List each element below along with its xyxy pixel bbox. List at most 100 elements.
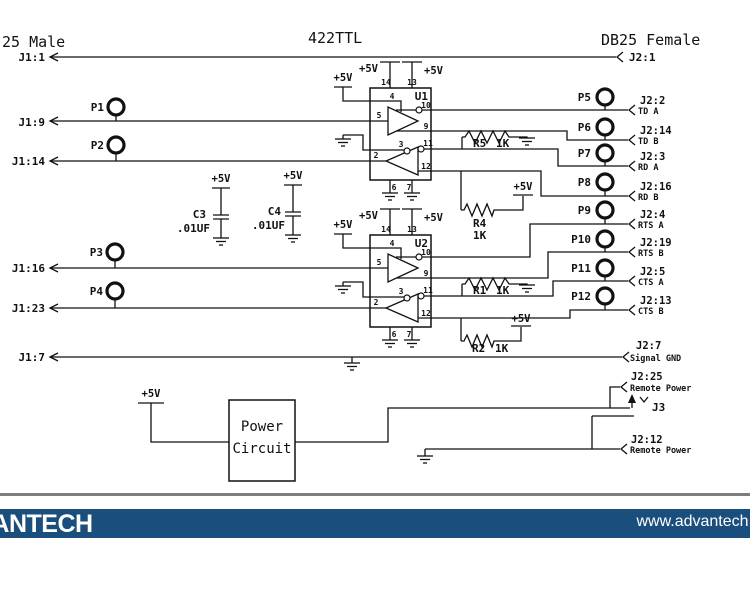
ground-symbol xyxy=(334,138,352,147)
ic-u1: U1 +5V +5V +5V 14 13 4 5 10 9 3 11 2 12 … xyxy=(334,61,444,201)
signal-label-remote-power-top: Remote Power xyxy=(630,384,691,394)
resistor-value-r5: 1K xyxy=(496,137,510,150)
pin-number: 14 xyxy=(381,225,391,234)
pin-label-j2-1: J2:1 xyxy=(629,51,656,64)
pin-label-j2-12: J2:12 xyxy=(631,434,663,446)
pin-number: 11 xyxy=(423,286,433,295)
signal-label-rd-b: RD B xyxy=(638,193,658,203)
power-circuit-label-line1: Power xyxy=(241,419,283,435)
ic-wires xyxy=(334,208,431,340)
receiver-triangle xyxy=(384,293,419,323)
vcc-label: +5V xyxy=(142,388,162,400)
capacitor-ref-c4: C4 xyxy=(268,205,282,218)
ground-symbol xyxy=(518,284,536,293)
left-connector-title: 25 Male xyxy=(2,33,65,51)
jumper-pad-p1 xyxy=(106,97,126,117)
signal-label-cts-a: CTS A xyxy=(638,278,664,288)
vcc-label: +5V xyxy=(424,65,444,77)
wires xyxy=(50,56,634,456)
footer-url[interactable]: www.advantech. xyxy=(636,513,750,530)
pin-number: 9 xyxy=(424,269,429,278)
pin-number: 13 xyxy=(407,78,417,87)
pin-number: 7 xyxy=(407,183,412,192)
capacitor-ref-c3: C3 xyxy=(193,208,206,221)
vcc-label: +5V xyxy=(334,72,354,84)
inverter-bubble xyxy=(417,145,425,153)
pin-number: 4 xyxy=(390,239,395,248)
ground-symbol xyxy=(284,234,302,243)
page-title: 422TTL xyxy=(308,29,362,47)
signal-label-rd-a: RD A xyxy=(638,163,658,173)
right-connector-title: DB25 Female xyxy=(601,31,700,49)
vcc-label: +5V xyxy=(359,63,379,75)
resistor-value-r1: 1K xyxy=(496,284,510,297)
signal-label-td-b: TD B xyxy=(638,137,658,147)
ground-symbol xyxy=(518,137,536,146)
power-circuit-label-line2: Circuit xyxy=(232,441,291,457)
pin-number: 14 xyxy=(381,78,391,87)
ic-u2: U2 +5V +5V +5V 14 13 4 5 10 9 3 11 2 12 … xyxy=(334,208,444,348)
jumper-label-p4: P4 xyxy=(90,285,104,298)
signal-label-rts-b: RTS B xyxy=(638,249,664,259)
pin-label-j1-23: J1:23 xyxy=(12,302,45,315)
ground-symbol xyxy=(403,192,421,201)
pin-number: 9 xyxy=(424,122,429,131)
signal-label-signal-gnd: Signal GND xyxy=(630,353,681,364)
jumper-label-p2: P2 xyxy=(91,139,104,152)
resistor-ref-r4: R4 xyxy=(473,217,487,230)
vcc-label: +5V xyxy=(359,210,379,222)
pin-label-j2-13: J2:13 xyxy=(640,295,672,307)
pin-label-j2-7: J2:7 xyxy=(636,340,661,352)
pin-label-j2-4: J2:4 xyxy=(640,209,665,221)
vcc-label: +5V xyxy=(284,170,304,182)
connector-arrowheads xyxy=(48,51,649,455)
pin-number: 5 xyxy=(377,258,382,267)
jumper-label-p9: P9 xyxy=(578,204,591,217)
resistor-ref-r1: R1 xyxy=(473,284,487,297)
inverter-bubble xyxy=(417,292,425,300)
inverter-bubble xyxy=(415,106,423,114)
vcc-label: +5V xyxy=(512,313,532,325)
ground-symbol xyxy=(343,362,361,371)
resistor-r1-symbol xyxy=(462,276,513,292)
pin-label-j2-19: J2:19 xyxy=(640,237,672,249)
pin-label-j1-7: J1:7 xyxy=(19,351,46,364)
capacitor-value-c3: .01UF xyxy=(177,222,210,235)
pin-number: 11 xyxy=(423,139,433,148)
pin-label-j1-16: J1:16 xyxy=(12,262,45,275)
resistor-r2-symbol xyxy=(461,333,497,349)
receiver-triangle xyxy=(384,146,419,176)
jumper-pad-p5 xyxy=(595,87,615,107)
pin-number: 6 xyxy=(392,330,397,339)
pin-number: 7 xyxy=(407,330,412,339)
j3-arrow-icon xyxy=(628,394,636,403)
ground-symbol xyxy=(416,455,434,464)
power-circuit-box xyxy=(228,399,296,482)
ground-symbol xyxy=(334,285,352,294)
signal-label-cts-b: CTS B xyxy=(638,307,664,317)
pin-number: 10 xyxy=(421,101,431,110)
signal-label-td-a: TD A xyxy=(638,107,658,117)
pin-number: 2 xyxy=(374,298,379,307)
jumper-pad-p4 xyxy=(105,281,125,301)
driver-triangle xyxy=(387,252,420,284)
pin-number: 12 xyxy=(421,162,431,171)
jumper-pad-p12 xyxy=(595,286,615,306)
footer-divider xyxy=(0,493,750,496)
footer-bar: ADVANTECH www.advantech. xyxy=(0,509,750,538)
resistor-value-r4: 1K xyxy=(473,229,487,242)
pin-number: 6 xyxy=(392,183,397,192)
inverter-bubble xyxy=(403,147,411,155)
ic-wires xyxy=(334,61,431,193)
jumper-pad-p3 xyxy=(105,242,125,262)
ground-symbol xyxy=(381,192,399,201)
jumper-pad-p2 xyxy=(106,135,126,155)
jumper-label-p11: P11 xyxy=(571,262,591,275)
inverter-bubble xyxy=(403,294,411,302)
jumper-label-p6: P6 xyxy=(578,121,592,134)
resistor-ref-r5: R5 xyxy=(473,137,486,150)
jumper-label-p12: P12 xyxy=(571,290,591,303)
pin-number: 3 xyxy=(399,140,404,149)
pin-number: 5 xyxy=(377,111,382,120)
